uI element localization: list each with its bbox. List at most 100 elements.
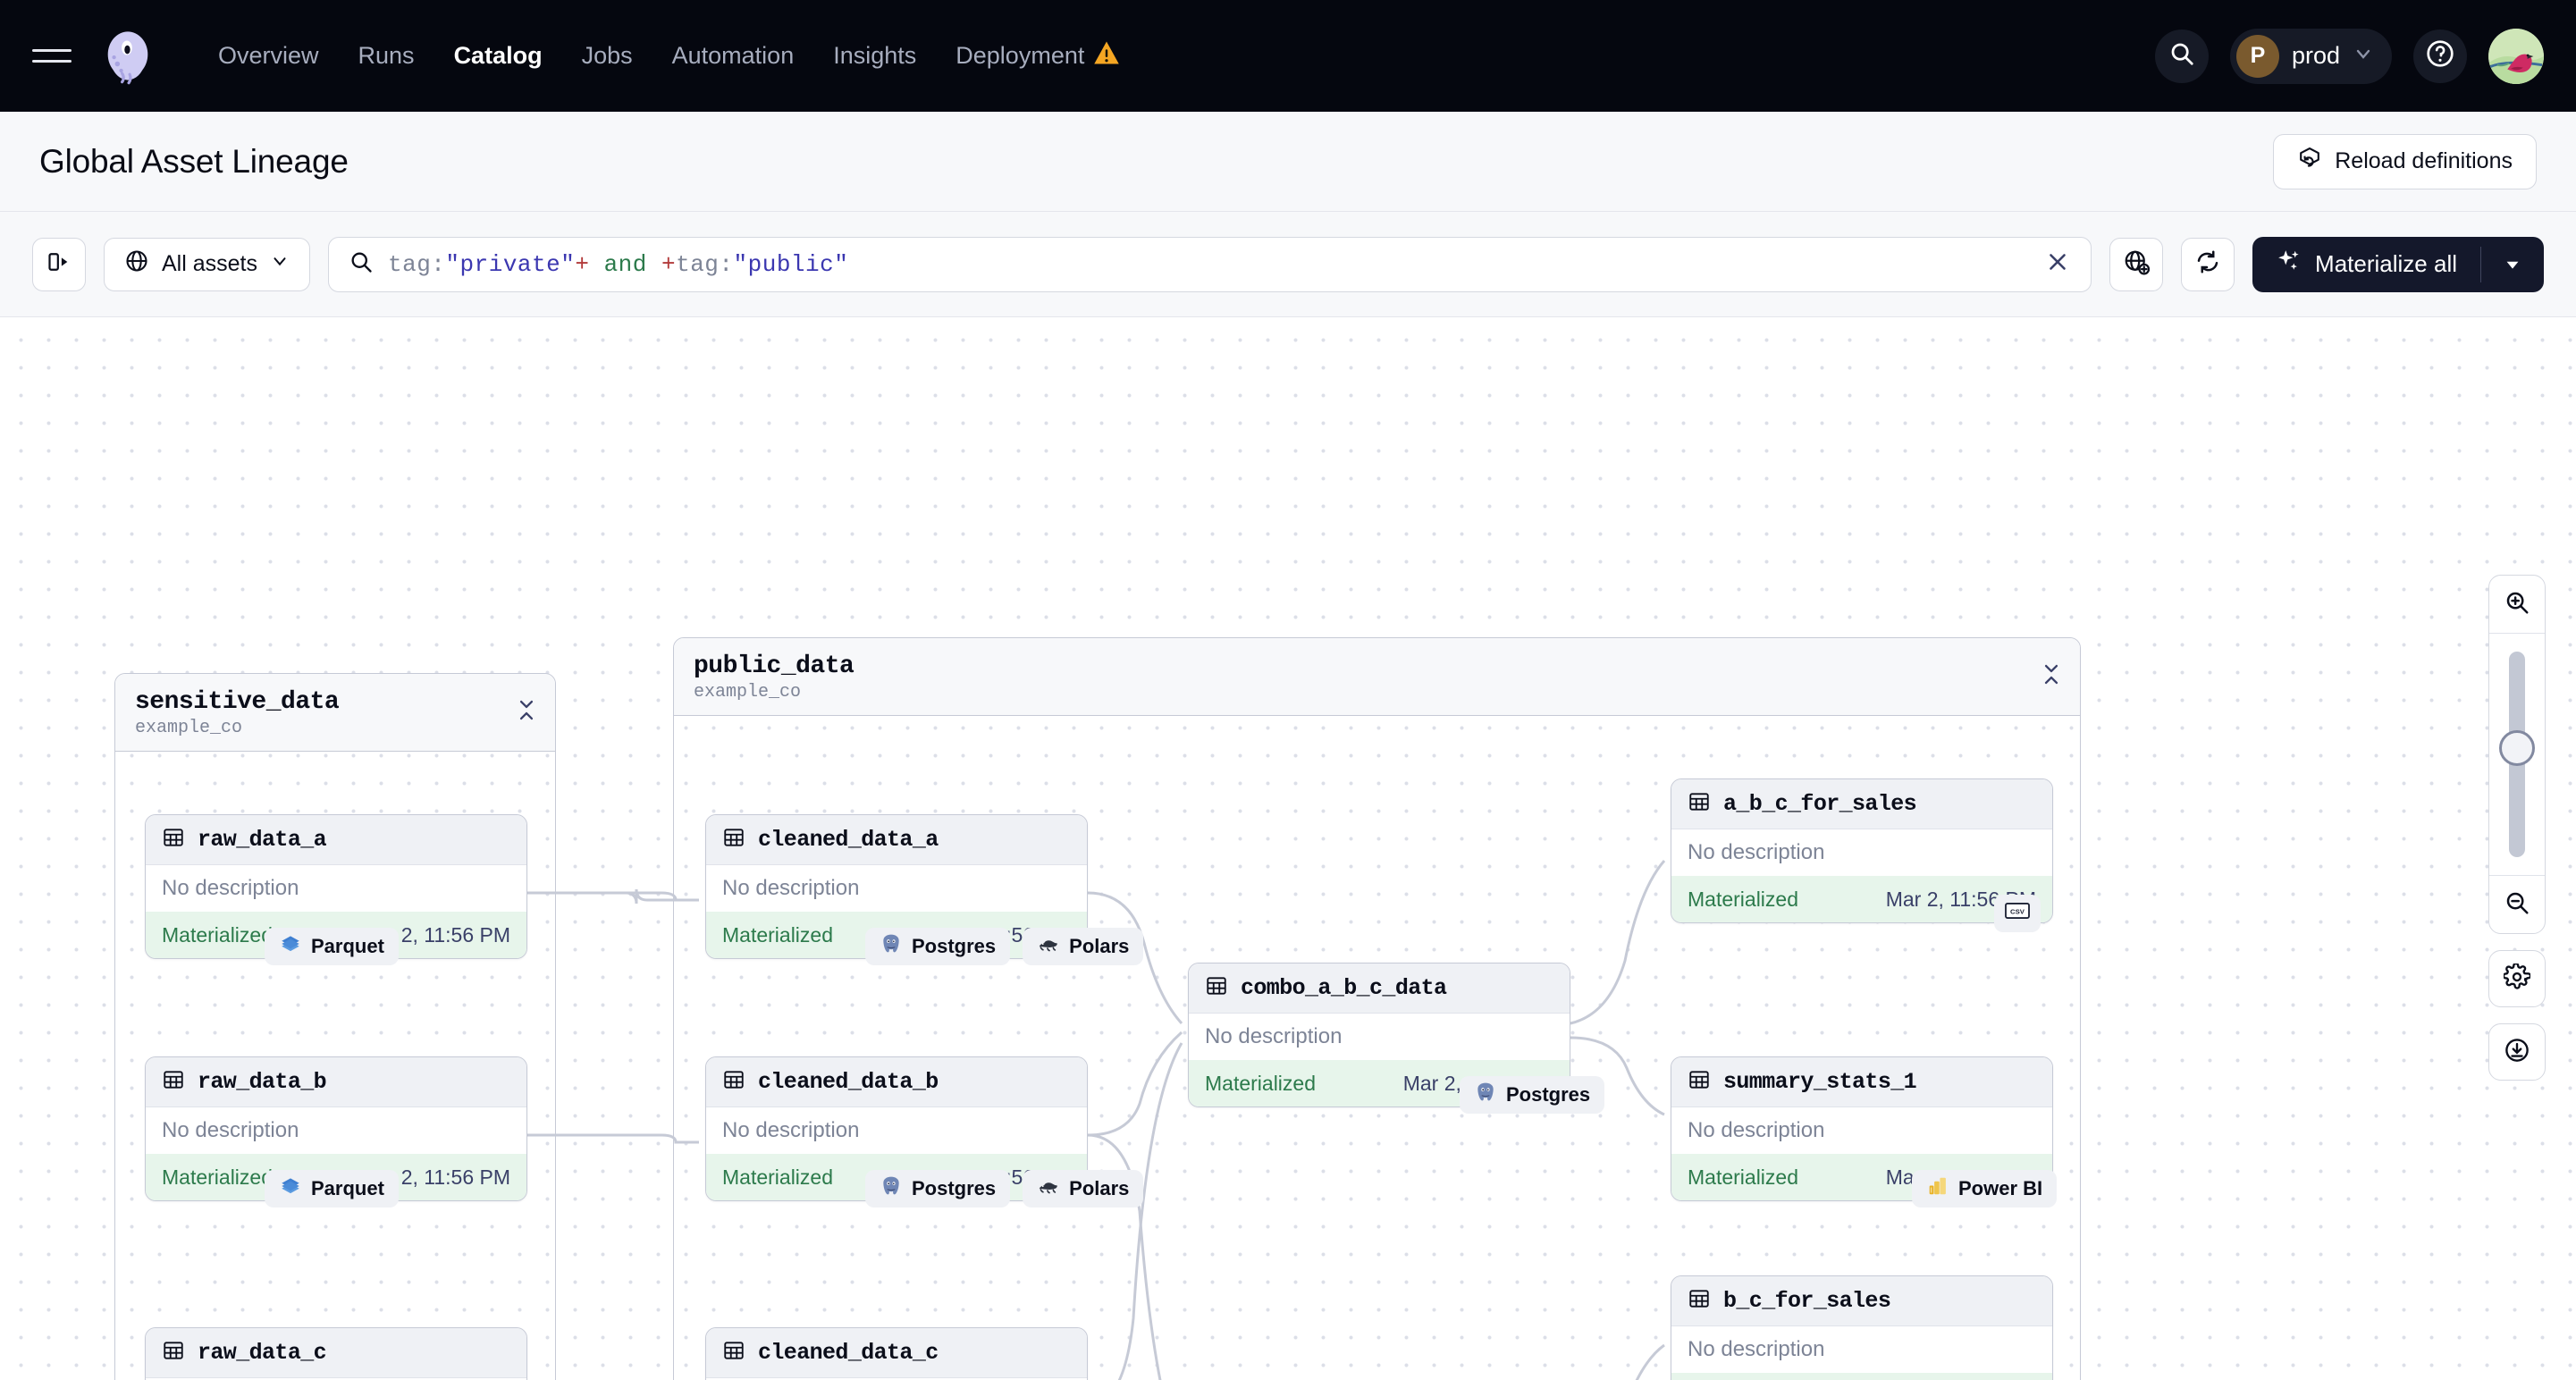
nav-item-runs[interactable]: Runs (339, 42, 434, 70)
asset-scope-filter[interactable]: All assets (104, 237, 310, 291)
integration-badge-parquet[interactable]: Parquet (265, 1170, 399, 1208)
svg-text:CSV: CSV (2010, 908, 2025, 916)
materialize-options-caret[interactable] (2481, 255, 2544, 274)
integration-badge-postgres[interactable]: Postgres (865, 928, 1011, 965)
deployment-selector[interactable]: P prod (2229, 28, 2392, 84)
table-icon (1205, 974, 1228, 1002)
chevron-down-icon (2353, 43, 2374, 69)
integration-badge-csv[interactable]: CSV (1994, 895, 2041, 932)
zoom-controls (2488, 575, 2546, 1081)
asset-node-header: raw_data_c (146, 1328, 526, 1378)
asset-node-header: combo_a_b_c_data (1189, 963, 1570, 1014)
table-icon (1688, 1068, 1711, 1096)
integration-badge-polars[interactable]: Polars (1023, 928, 1144, 965)
group-title: sensitive_data (135, 688, 340, 716)
divider (2489, 633, 2545, 634)
asset-scope-label: All assets (162, 251, 257, 276)
graph-settings-button[interactable] (2488, 950, 2546, 1007)
nav-label: Overview (218, 42, 319, 69)
materialize-all-label: Materialize all (2315, 250, 2457, 277)
hamburger-icon[interactable] (32, 43, 72, 70)
nav-item-overview[interactable]: Overview (198, 42, 339, 70)
nav-item-automation[interactable]: Automation (652, 42, 814, 70)
asset-node-description: No description (1688, 840, 1825, 864)
collapse-vertical-icon[interactable] (2041, 663, 2062, 691)
integration-badge-polars[interactable]: Polars (1023, 1170, 1144, 1208)
deployment-initial: P (2250, 43, 2266, 68)
asset-node-description: No description (162, 876, 299, 900)
asset-node-raw_data_c[interactable]: raw_data_cNo descriptionMaterializedMar … (145, 1327, 527, 1380)
nav-label: Insights (833, 42, 917, 69)
asset-node-integration-badges: CSV (1994, 895, 2041, 932)
asset-node-description: No description (722, 1118, 860, 1142)
query-token-plus: + (575, 250, 590, 278)
clear-search-icon[interactable] (2044, 248, 2071, 280)
asset-node-integration-badges: Postgres (1460, 1076, 1605, 1114)
nav-right-actions: P prod (2154, 28, 2544, 84)
sidebar-toggle-button[interactable] (32, 237, 86, 291)
parquet-icon (279, 932, 302, 961)
integration-badge-parquet[interactable]: Parquet (265, 928, 399, 965)
nav-item-jobs[interactable]: Jobs (562, 42, 652, 70)
asset-search-bar[interactable]: tag:"private"+ and +tag:"public" (327, 236, 2092, 292)
lineage-canvas[interactable]: sensitive_data example_co public_data ex… (0, 317, 2576, 1380)
asset-node-name: cleaned_data_a (758, 827, 939, 853)
asset-node-header: b_c_for_sales (1671, 1276, 2052, 1326)
integration-badge-label: Polars (1069, 935, 1130, 957)
integration-badge-power-bi[interactable]: Power BI (1912, 1170, 2058, 1208)
table-icon (722, 826, 745, 854)
deployment-name: prod (2291, 42, 2340, 69)
zoom-slider[interactable] (2489, 634, 2545, 875)
zoom-out-button[interactable] (2489, 876, 2545, 933)
materialize-all-button[interactable]: Materialize all (2252, 236, 2544, 292)
table-icon (162, 826, 185, 854)
globe-add-button[interactable] (2109, 237, 2164, 291)
integration-badge-label: Parquet (311, 935, 384, 957)
zoom-in-button[interactable] (2489, 576, 2545, 633)
help-button[interactable] (2413, 29, 2467, 83)
integration-badge-label: Power BI (1958, 1177, 2043, 1199)
zoom-out-icon (2504, 889, 2530, 921)
download-graph-button[interactable] (2488, 1023, 2546, 1081)
nav-label: Automation (671, 42, 795, 69)
asset-group-sensitive-data[interactable]: sensitive_data example_co (114, 673, 556, 1380)
gear-icon (2502, 962, 2532, 995)
zoom-in-icon (2504, 589, 2530, 620)
asset-node-cleaned_data_c[interactable]: cleaned_data_cNo descriptionMaterialized… (705, 1327, 1088, 1380)
page-title: Global Asset Lineage (39, 142, 349, 180)
refresh-button[interactable] (2181, 237, 2235, 291)
parquet-icon (279, 1174, 302, 1203)
status-badge: Materialized (1688, 1165, 1798, 1189)
asset-group-public-data[interactable]: public_data example_co (673, 637, 2081, 1380)
user-avatar[interactable] (2488, 28, 2544, 84)
main-nav-items: Overview Runs Catalog Jobs Automation In… (198, 40, 1140, 72)
nav-item-deployment[interactable]: Deployment (936, 40, 1140, 72)
integration-badge-postgres[interactable]: Postgres (1460, 1076, 1605, 1114)
box-reload-icon (2297, 146, 2322, 177)
zoom-slider-thumb[interactable] (2499, 730, 2535, 766)
asset-node-description: No description (722, 876, 860, 900)
integration-badge-label: Polars (1069, 1177, 1130, 1199)
table-icon (722, 1339, 745, 1367)
search-icon (349, 249, 374, 279)
integration-badge-postgres[interactable]: Postgres (865, 1170, 1011, 1208)
search-query-text[interactable]: tag:"private"+ and +tag:"public" (388, 251, 848, 278)
collapse-vertical-icon[interactable] (516, 699, 537, 727)
nav-item-insights[interactable]: Insights (813, 42, 936, 70)
dagster-logo[interactable] (95, 23, 161, 89)
reload-definitions-button[interactable]: Reload definitions (2273, 133, 2537, 189)
nav-label: Deployment (955, 42, 1085, 69)
global-search-button[interactable] (2154, 29, 2209, 83)
table-icon (162, 1068, 185, 1096)
query-token-key: tag: (387, 250, 446, 278)
nav-item-catalog[interactable]: Catalog (434, 42, 562, 70)
asset-node-header: cleaned_data_b (706, 1057, 1087, 1107)
integration-badge-label: Postgres (912, 1177, 997, 1199)
asset-node-description: No description (162, 1118, 299, 1142)
divider (2480, 246, 2481, 282)
